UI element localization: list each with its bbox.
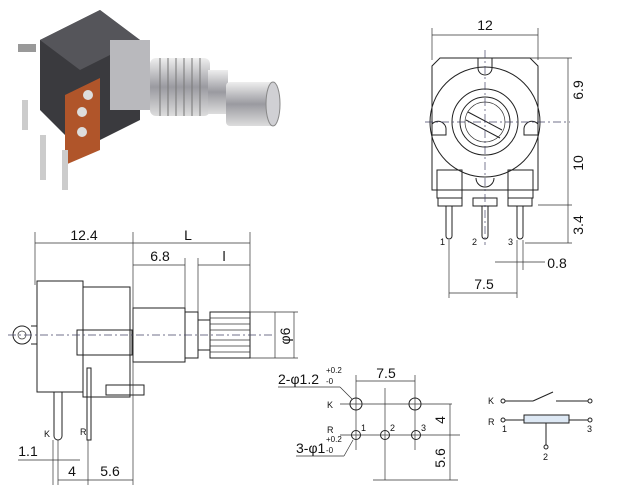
hole-label-3: 3 xyxy=(421,423,426,433)
dim-hole-pitch: 7.5 xyxy=(376,365,396,381)
dim-body-depth: 12.4 xyxy=(70,227,97,243)
dim-shaft-diameter: φ6 xyxy=(277,327,293,344)
schematic-terminal-1: 1 xyxy=(502,424,507,434)
dim-bushing-length: 6.8 xyxy=(150,248,170,264)
schematic-terminal-2: 2 xyxy=(543,452,548,462)
dim-knurl-length: l xyxy=(222,248,225,264)
side-view: 12.4 L 6.8 l φ6 1.1 4 5.6 K R xyxy=(8,227,298,485)
product-photo xyxy=(18,10,281,190)
dim-pin-offset: 1.1 xyxy=(18,443,38,459)
row-label-r: R xyxy=(327,425,334,435)
dim-pin-spacing: 4 xyxy=(68,463,76,479)
pin-label-3: 3 xyxy=(508,237,513,247)
schematic-terminal-3: 3 xyxy=(587,424,592,434)
schematic-label-k: K xyxy=(488,396,494,406)
switch-hole-tol-minus: -0 xyxy=(326,377,334,386)
dim-front-width: 12 xyxy=(477,17,493,33)
switch-hole-spec: 2-φ1.2 xyxy=(278,371,319,387)
schematic: K R 1 2 3 xyxy=(488,391,593,462)
dim-pin-pitch: 7.5 xyxy=(474,276,494,292)
dim-pin-width: 0.8 xyxy=(547,255,567,271)
pin-label-2: 2 xyxy=(472,237,477,247)
pot-hole-tol-minus: -0 xyxy=(326,446,334,455)
pin-label-1: 1 xyxy=(440,237,445,247)
pot-hole-tol-plus: +0.2 xyxy=(326,435,342,444)
dim-pin-to-face: 5.6 xyxy=(100,463,120,479)
hole-pattern: 7.5 4 5.6 2-φ1.2 +0.2 -0 3-φ1 +0.2 -0 K … xyxy=(278,365,460,481)
dim-row-spacing: 4 xyxy=(432,416,448,424)
hole-label-1: 1 xyxy=(361,423,366,433)
dim-edge-distance: 5.6 xyxy=(432,448,448,468)
pin-label-r: R xyxy=(80,427,87,437)
pot-hole-spec: 3-φ1 xyxy=(296,440,326,456)
row-label-k: K xyxy=(327,400,333,410)
dim-upper-height: 6.9 xyxy=(570,80,586,100)
dim-shaft-length: L xyxy=(184,227,192,243)
schematic-label-r: R xyxy=(488,417,495,427)
pin-label-k: K xyxy=(44,429,50,439)
hole-label-2: 2 xyxy=(390,423,395,433)
front-view: 12 6.9 10 3.4 0.8 7.5 1 2 3 xyxy=(425,17,586,298)
dim-lower-height: 10 xyxy=(570,155,586,171)
switch-hole-tol-plus: +0.2 xyxy=(326,366,342,375)
dim-pin-length: 3.4 xyxy=(570,215,586,235)
